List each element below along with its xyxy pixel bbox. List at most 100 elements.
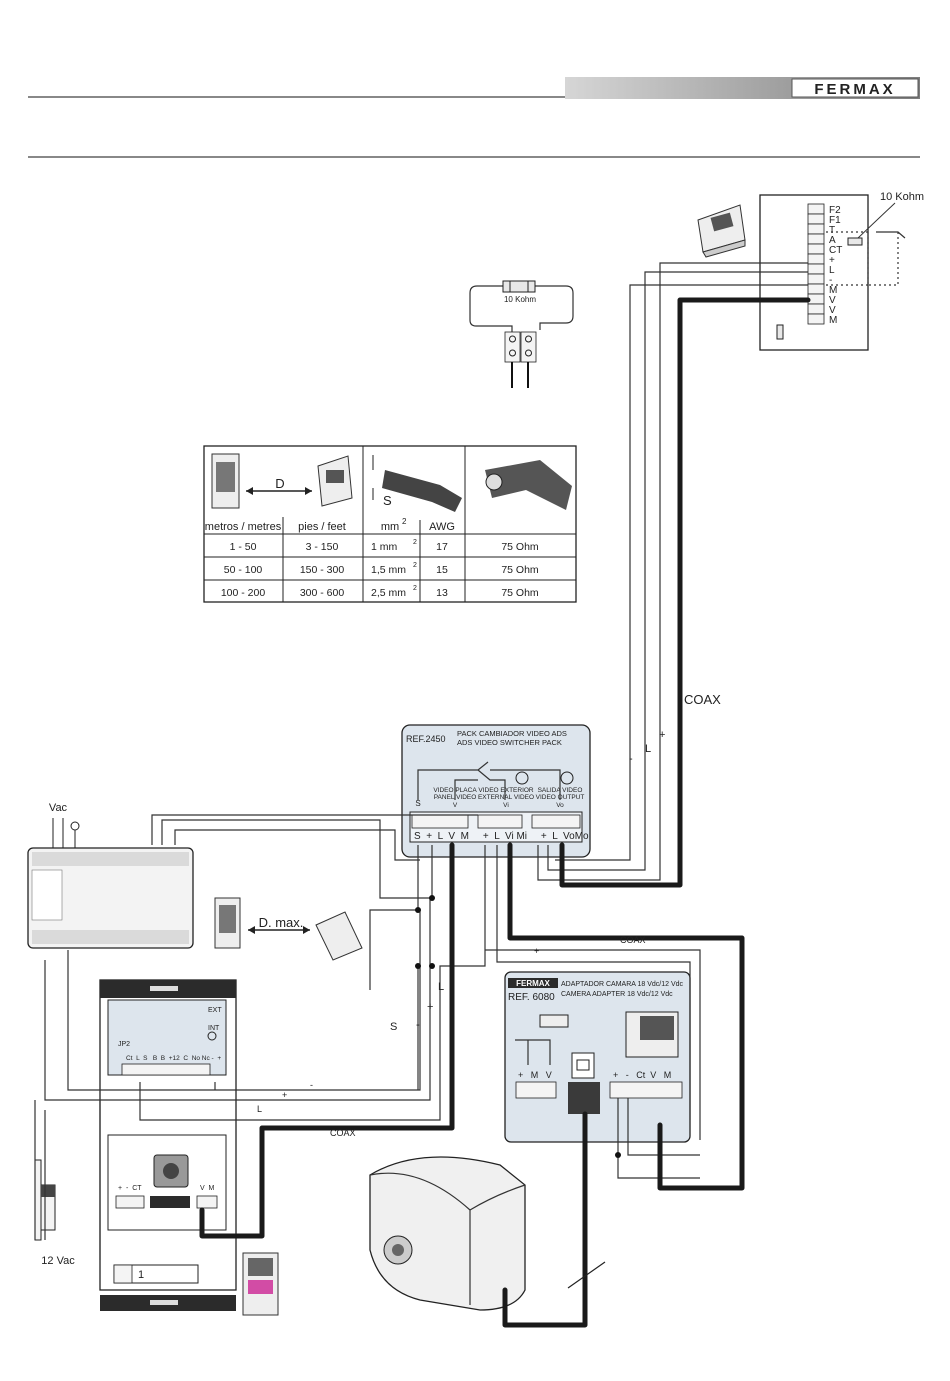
riser-l-label: L (645, 743, 651, 755)
coax-icon (485, 460, 572, 510)
monitor-terminal-screw (807, 243, 825, 255)
header-feet: pies / feet (298, 521, 346, 533)
section-symbol: S (383, 493, 392, 508)
resistor-label: 10 Kohm (504, 295, 536, 304)
volume-knob-icon (207, 1031, 217, 1041)
switcher-input-1-line3: V (453, 802, 458, 809)
table-cell: 75 Ohm (501, 541, 539, 553)
adapter-left-terminals: + M V (518, 1070, 552, 1080)
monitor-terminal-label: M (829, 285, 837, 296)
camera-symbol-icon (539, 1014, 569, 1028)
table-cell: 17 (436, 541, 448, 553)
monitor-terminal-label: V (829, 305, 836, 316)
switcher-input-2-line3: Vi (503, 802, 509, 809)
coax-label-mid: COAX (620, 935, 646, 945)
monitor-terminal-screw (807, 303, 825, 315)
monitor-terminal-screw (807, 273, 825, 285)
coax-adapter (507, 842, 745, 1191)
resistor-icon (502, 280, 536, 293)
monitor-resistor-icon (847, 237, 863, 246)
call-button-number: 1 (138, 1269, 144, 1281)
monitor-terminal-screw (807, 233, 825, 245)
switcher-terminal-labels: S + L V M + L Vi Mi + L VoMo (414, 831, 589, 842)
brand-logo: FERMAX (814, 81, 895, 98)
switcher-input-3-line3: Vo (556, 802, 564, 809)
electric-lock: 12 Vac (34, 1159, 75, 1267)
amplifier-ext-label: EXT (208, 1007, 222, 1014)
monitor-terminal-screw (807, 283, 825, 295)
coax-cables (199, 297, 811, 1328)
vertical-l-label: L (438, 981, 444, 993)
video-switcher: REF.2450 PACK CAMBIADOR VIDEO ADS ADS VI… (401, 724, 591, 858)
header-mm: mm (381, 521, 399, 533)
table-cell: 100 - 200 (221, 587, 266, 599)
monitor-icon (697, 204, 746, 258)
table-cell: 2,5 mm (371, 587, 406, 599)
vertical-plus-label: + (427, 1001, 433, 1013)
adapter-right-terminals: + - Ct V M (613, 1070, 671, 1080)
monitor-resistor-label: 10 Kohm (880, 191, 924, 203)
monitor-terminal-screw (807, 313, 825, 325)
table-cell: 50 - 100 (224, 564, 263, 576)
riser-plus-label: + (659, 729, 665, 741)
monitor-small-resistor-icon (776, 324, 784, 340)
table-cell: 150 - 300 (300, 564, 345, 576)
switcher-s-label: S (415, 799, 420, 808)
coax-monitor (559, 297, 811, 888)
page-header: FERMAX (28, 77, 920, 158)
camera-cable (502, 1111, 588, 1328)
adapter-ref: REF. 6080 (508, 992, 555, 1003)
table-cell: 75 Ohm (501, 587, 539, 599)
switcher-input-3-line2: VIDEO OUTPUT (536, 794, 585, 801)
ground-icon (70, 821, 80, 831)
wiring (34, 262, 808, 1260)
vertical-s-label: S (390, 1021, 397, 1033)
cable-icon (382, 470, 462, 512)
panel-right-terminals: V M (200, 1185, 215, 1192)
riser-minus-label: - (629, 753, 633, 765)
table-cell: 300 - 600 (300, 587, 345, 599)
adapter-brand: FERMAX (516, 979, 550, 988)
table-cell: 3 - 150 (306, 541, 339, 553)
switcher-input-1-line2: PANEL VIDEO (434, 794, 477, 801)
bottom-l-label: L (257, 1104, 262, 1114)
switcher-input-2-line2: EXTERNAL VIDEO (478, 794, 534, 801)
switcher-input-3-line1: SALIDA VIDEO (538, 787, 583, 794)
lock-label: 12 Vac (41, 1255, 75, 1267)
switcher-input-1-line1: VIDEO PLACA (433, 787, 477, 794)
adapter-rj-port (568, 1082, 600, 1114)
monitor-terminal-label: F1 (829, 215, 841, 226)
resistor-detail: 10 Kohm (469, 280, 574, 388)
table-cell: 13 (436, 587, 448, 599)
monitor-terminal-screw (807, 293, 825, 305)
amplifier-jp-label: JP2 (118, 1041, 130, 1048)
monitor-terminal-screw (807, 253, 825, 265)
header-mm-sup: 2 (402, 517, 407, 526)
rj-connector-icon (571, 1052, 595, 1079)
monitor-terminal-label: + (829, 255, 835, 266)
vertical-minus-label: - (416, 1019, 420, 1031)
camera-adapter: FERMAX ADAPTADOR CAMARA 18 Vdc/12 Vdc RE… (504, 971, 691, 1143)
amplifier-int-label: INT (208, 1025, 220, 1032)
coax-panel (199, 842, 455, 1239)
adapter-title-en: CAMERA ADAPTER 18 Vdc/12 Vdc (561, 991, 673, 998)
table-cell: 1,5 mm (371, 564, 406, 576)
table-cell: 1 - 50 (230, 541, 257, 553)
table-cell: 75 Ohm (501, 564, 539, 576)
power-supply: Vac (27, 802, 194, 949)
monitor-terminal-label: L (829, 265, 835, 276)
bottom-minus-label: - (310, 1080, 313, 1090)
table-cell-superscript: 2 (413, 585, 417, 592)
monitor-terminal-label: M (829, 315, 837, 326)
switcher-title-es: PACK CAMBIADOR VIDEO ADS (457, 729, 567, 738)
dashed-link-right (868, 232, 899, 286)
monitor-terminal-label: F2 (829, 205, 841, 216)
table-cell-superscript: 2 (413, 539, 417, 546)
monitor-terminal-label: CT (829, 245, 842, 256)
monitor-terminal-label: A (829, 235, 836, 246)
monitor-terminal-screw (807, 223, 825, 235)
